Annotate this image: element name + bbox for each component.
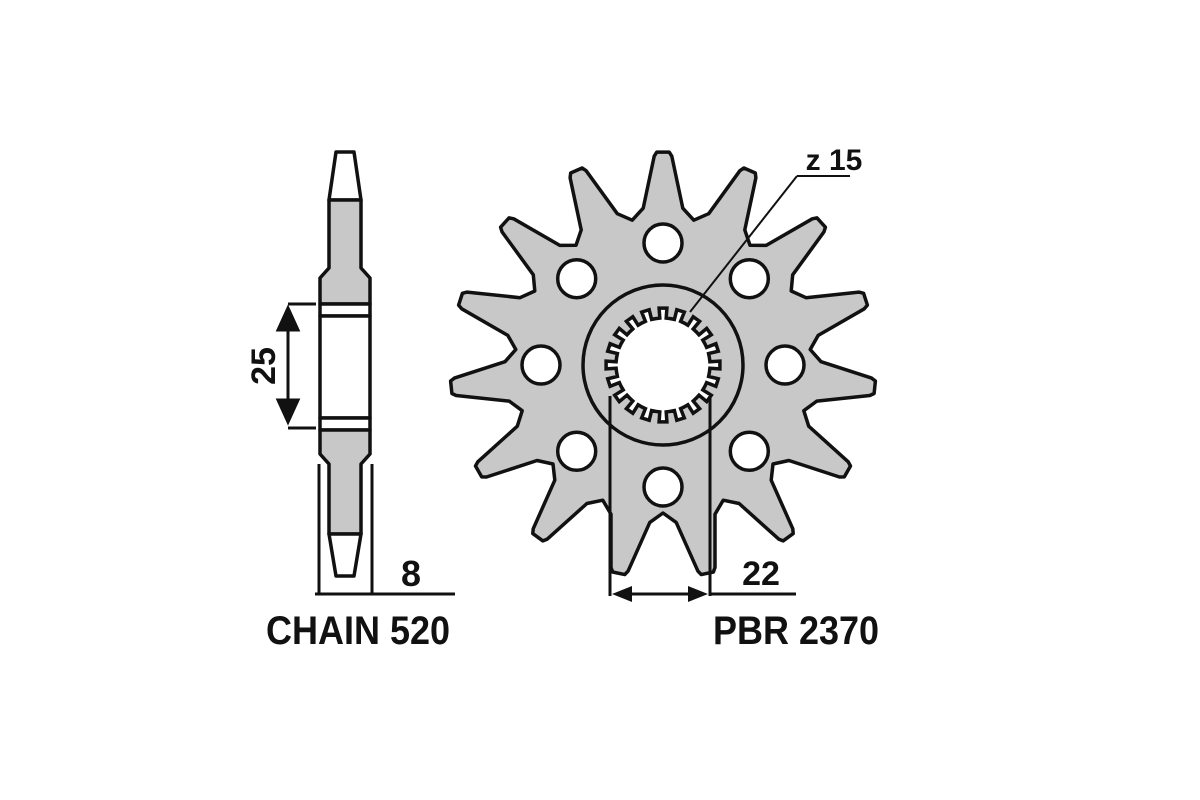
bolt-hole — [728, 257, 771, 300]
side-view — [318, 150, 372, 578]
bolt-hole — [642, 222, 684, 264]
bolt-hole — [642, 466, 684, 508]
bolt-hole — [555, 430, 598, 473]
bolt-hole — [764, 344, 806, 386]
width-dimension-label: 22 — [742, 555, 780, 593]
bolt-hole — [555, 257, 598, 300]
bolt-hole — [520, 344, 562, 386]
side-dimensions — [275, 302, 455, 596]
arrow-right-icon — [688, 586, 708, 602]
teeth-leader — [689, 175, 798, 313]
bolt-hole — [728, 430, 771, 473]
part-number-caption: PBR 2370 — [713, 609, 879, 653]
arrow-left-icon — [612, 586, 632, 602]
thickness-dimension-label: 8 — [401, 553, 421, 594]
chain-caption: CHAIN 520 — [266, 609, 450, 653]
front-view — [448, 150, 878, 602]
spline-bore — [604, 306, 722, 424]
teeth-count-label: z 15 — [806, 144, 863, 177]
hub-dimension-label: 25 — [245, 347, 283, 385]
